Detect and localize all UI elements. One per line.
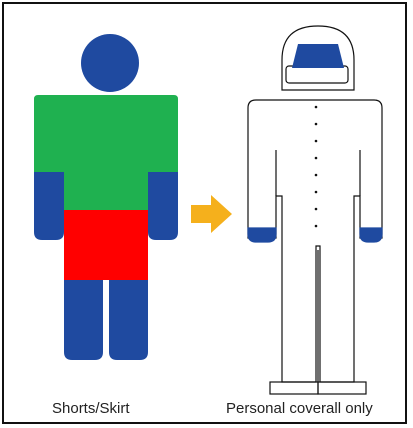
left-cuff xyxy=(248,228,276,242)
visor xyxy=(286,66,348,83)
right-arm xyxy=(148,172,178,240)
left-bootie xyxy=(270,382,318,394)
visor-window xyxy=(292,44,344,68)
figure-coverall xyxy=(248,26,382,394)
left-arm xyxy=(34,172,64,240)
caption-personal-coverall: Personal coverall only xyxy=(226,400,373,417)
head xyxy=(81,34,139,92)
shorts xyxy=(64,210,148,280)
caption-shorts-skirt: Shorts/Skirt xyxy=(52,400,130,417)
right-bootie xyxy=(318,382,366,394)
right-cuff xyxy=(360,228,382,242)
figure-shorts-skirt xyxy=(34,34,178,360)
zipper-dots xyxy=(315,106,318,228)
right-leg xyxy=(109,280,148,360)
left-leg xyxy=(64,280,103,360)
arrow-icon xyxy=(191,195,232,233)
